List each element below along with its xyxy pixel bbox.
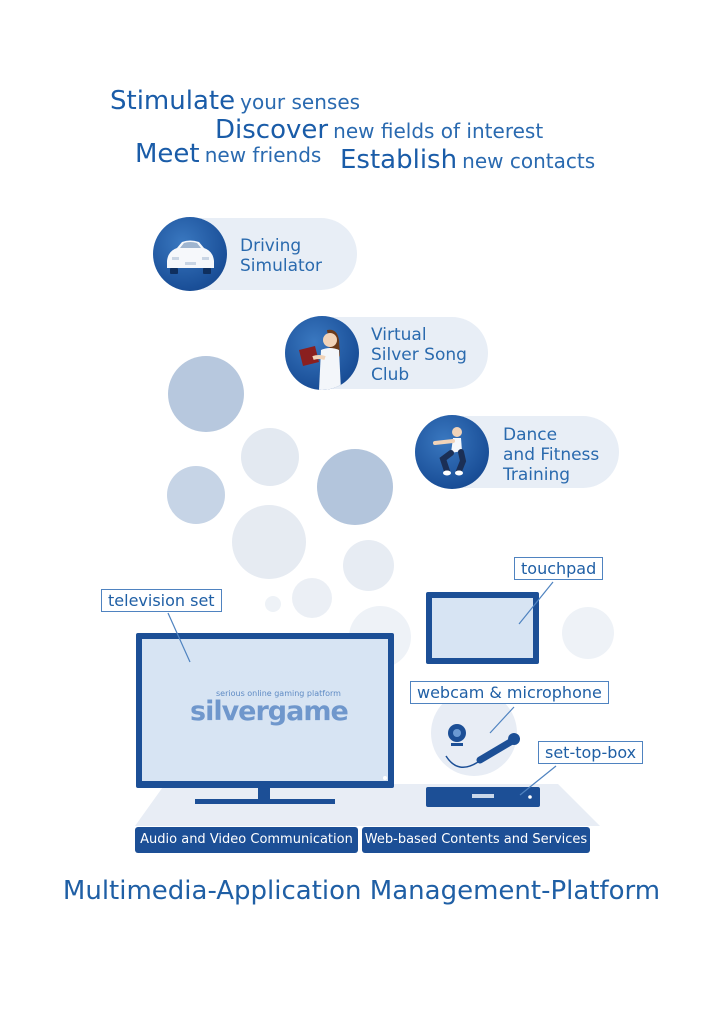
tagline-meet-rest: new friends: [204, 143, 322, 167]
bubble: [168, 356, 244, 432]
bubble: [232, 505, 306, 579]
tagline-discover-rest: new fields of interest: [333, 119, 544, 143]
tagline-stimulate-rest: your senses: [240, 90, 361, 114]
logo-wordmark: silvergame: [190, 696, 349, 727]
logo-subtitle: serious online gaming platform: [216, 689, 341, 698]
tagline-line-1: Stimulate your senses: [110, 86, 360, 116]
tv-screen: [142, 639, 388, 781]
car-icon: [153, 217, 227, 291]
touchpad-screen: [432, 598, 533, 658]
tagline-discover: Discover: [215, 115, 329, 145]
singer-icon: [285, 316, 359, 390]
footer-title: Multimedia-Application Management-Platfo…: [62, 876, 661, 906]
app-label-line: Dance: [503, 425, 558, 445]
tagline-line-2: Discover new fields of interest: [215, 115, 543, 145]
tagline-stimulate: Stimulate: [110, 86, 236, 116]
app-label-fitness: Dance and Fitness Training: [503, 425, 599, 485]
bubble: [343, 540, 394, 591]
tagline-line-3a: Meet new friends: [135, 139, 321, 169]
app-label-line: Simulator: [240, 256, 323, 276]
bubble: [167, 466, 225, 524]
bar-audio-video: Audio and Video Communication: [135, 827, 358, 853]
tagline-establish: Establish: [340, 145, 458, 175]
bubble: [562, 607, 614, 659]
app-label-line: Club: [371, 365, 410, 385]
silvergame-logo: serious online gaming platform silvergam…: [190, 689, 350, 726]
tagline-establish-rest: new contacts: [462, 149, 596, 173]
fitness-icon: [415, 415, 489, 489]
tagline-meet: Meet: [135, 139, 200, 169]
app-label-line: Virtual: [371, 325, 427, 345]
bubble: [317, 449, 393, 525]
app-label-song-club: Virtual Silver Song Club: [371, 325, 467, 385]
callout-television-set: television set: [101, 589, 222, 612]
bar-web-contents: Web-based Contents and Services: [362, 827, 590, 853]
callout-set-top-box: set-top-box: [538, 741, 644, 764]
bubble: [241, 428, 299, 486]
app-label-line: and Fitness: [503, 445, 600, 465]
app-label-driving: Driving Simulator: [240, 236, 322, 276]
callout-touchpad: touchpad: [514, 557, 604, 580]
app-label-line: Driving: [240, 236, 302, 256]
bubble: [265, 596, 281, 612]
callout-webcam-microphone: webcam & microphone: [410, 681, 609, 704]
app-label-line: Silver Song: [371, 345, 467, 365]
app-label-line: Training: [503, 465, 571, 485]
bubble: [292, 578, 332, 618]
tagline-line-3b: Establish new contacts: [340, 145, 595, 175]
